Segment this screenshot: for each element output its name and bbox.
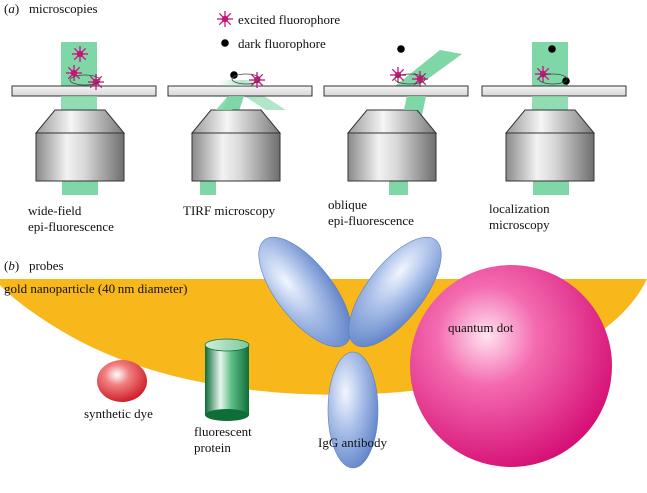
label-tirf: TIRF microscopy <box>183 203 276 218</box>
legend-excited-label: excited fluorophore <box>238 12 341 27</box>
excited-fluorophore <box>411 70 429 88</box>
label-quantum-dot: quantum dot <box>448 320 514 335</box>
panel-b-heading: (b) probes <box>4 258 64 273</box>
label-wide-field-1: wide-field <box>28 203 82 218</box>
excited-fluorophore <box>65 64 83 82</box>
label-gold-nanoparticle: gold nanoparticle (40 nm diameter) <box>4 281 188 296</box>
label-fluorescent-protein-2: protein <box>194 440 231 455</box>
label-localization-2: microscopy <box>489 217 550 232</box>
legend-dark-icon <box>221 39 229 47</box>
objective-body <box>35 132 125 182</box>
label-synthetic-dye: synthetic dye <box>84 406 153 421</box>
label-localization-1: localization <box>489 201 550 216</box>
dark-fluorophore <box>230 71 238 79</box>
beam-tirf-out <box>244 96 286 110</box>
objective-body <box>347 132 437 182</box>
beam-wide-field-lower <box>62 181 98 195</box>
dark-fluorophore <box>548 45 556 53</box>
quantum-dot <box>410 265 612 467</box>
coverslip <box>323 85 469 97</box>
legend-excited-icon <box>216 10 234 28</box>
objective-top <box>504 109 596 134</box>
objective-wide-field <box>11 42 157 195</box>
label-fluorescent-protein-1: fluorescent <box>194 424 252 439</box>
objective-top <box>34 109 126 134</box>
coverslip <box>481 85 627 97</box>
panel-a-heading: (a) microscopies <box>4 1 98 16</box>
label-oblique-2: epi-fluorescence <box>328 213 414 228</box>
legend-dark-label: dark fluorophore <box>238 36 326 51</box>
label-oblique-1: oblique <box>328 197 367 212</box>
objective-body <box>191 132 281 182</box>
objective-oblique <box>323 45 469 195</box>
coverslip <box>167 85 313 97</box>
dark-fluorophore <box>397 45 405 53</box>
beam-wide-field <box>61 42 97 88</box>
objective-tirf <box>167 71 313 195</box>
label-igg-antibody: IgG antibody <box>318 435 387 450</box>
objective-top <box>190 109 282 134</box>
beam-oblique-upper <box>395 50 462 86</box>
objective-top <box>346 109 438 134</box>
objective-localization <box>481 42 627 195</box>
fluorescent-protein <box>204 338 250 421</box>
panel-a-title: microscopies <box>28 1 98 16</box>
igg-antibody <box>258 236 442 469</box>
excited-fluorophore <box>71 45 89 63</box>
synthetic-dye <box>97 360 147 402</box>
objective-body <box>505 132 595 182</box>
coverslip <box>11 85 157 97</box>
panel-b-title: probes <box>28 258 64 273</box>
excited-fluorophore <box>389 66 407 84</box>
label-wide-field-2: epi-fluorescence <box>28 219 114 234</box>
